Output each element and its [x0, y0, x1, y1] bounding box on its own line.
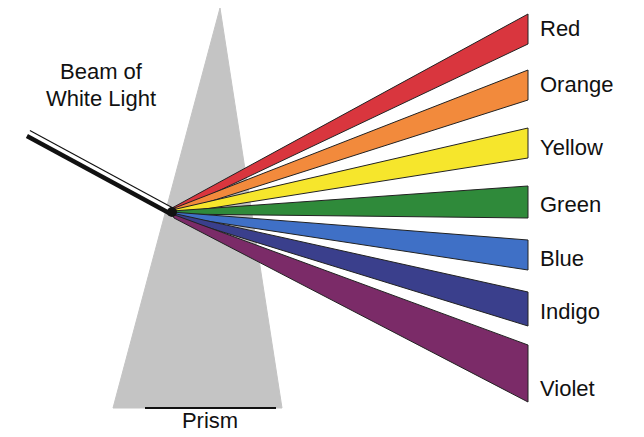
prism-label: Prism [150, 407, 270, 434]
color-label: Blue [540, 245, 584, 272]
color-label: Yellow [540, 134, 603, 161]
beam-core [26, 131, 170, 209]
color-label: Red [540, 15, 580, 42]
color-label: Orange [540, 71, 613, 98]
color-label: Indigo [540, 298, 600, 325]
entry-point [167, 207, 177, 217]
color-label: Green [540, 191, 601, 218]
spectrum-rays [172, 14, 528, 402]
violet-ray [172, 214, 528, 402]
green-ray [172, 186, 528, 218]
beam-label: Beam of White Light [35, 58, 167, 112]
color-label: Violet [540, 375, 595, 402]
